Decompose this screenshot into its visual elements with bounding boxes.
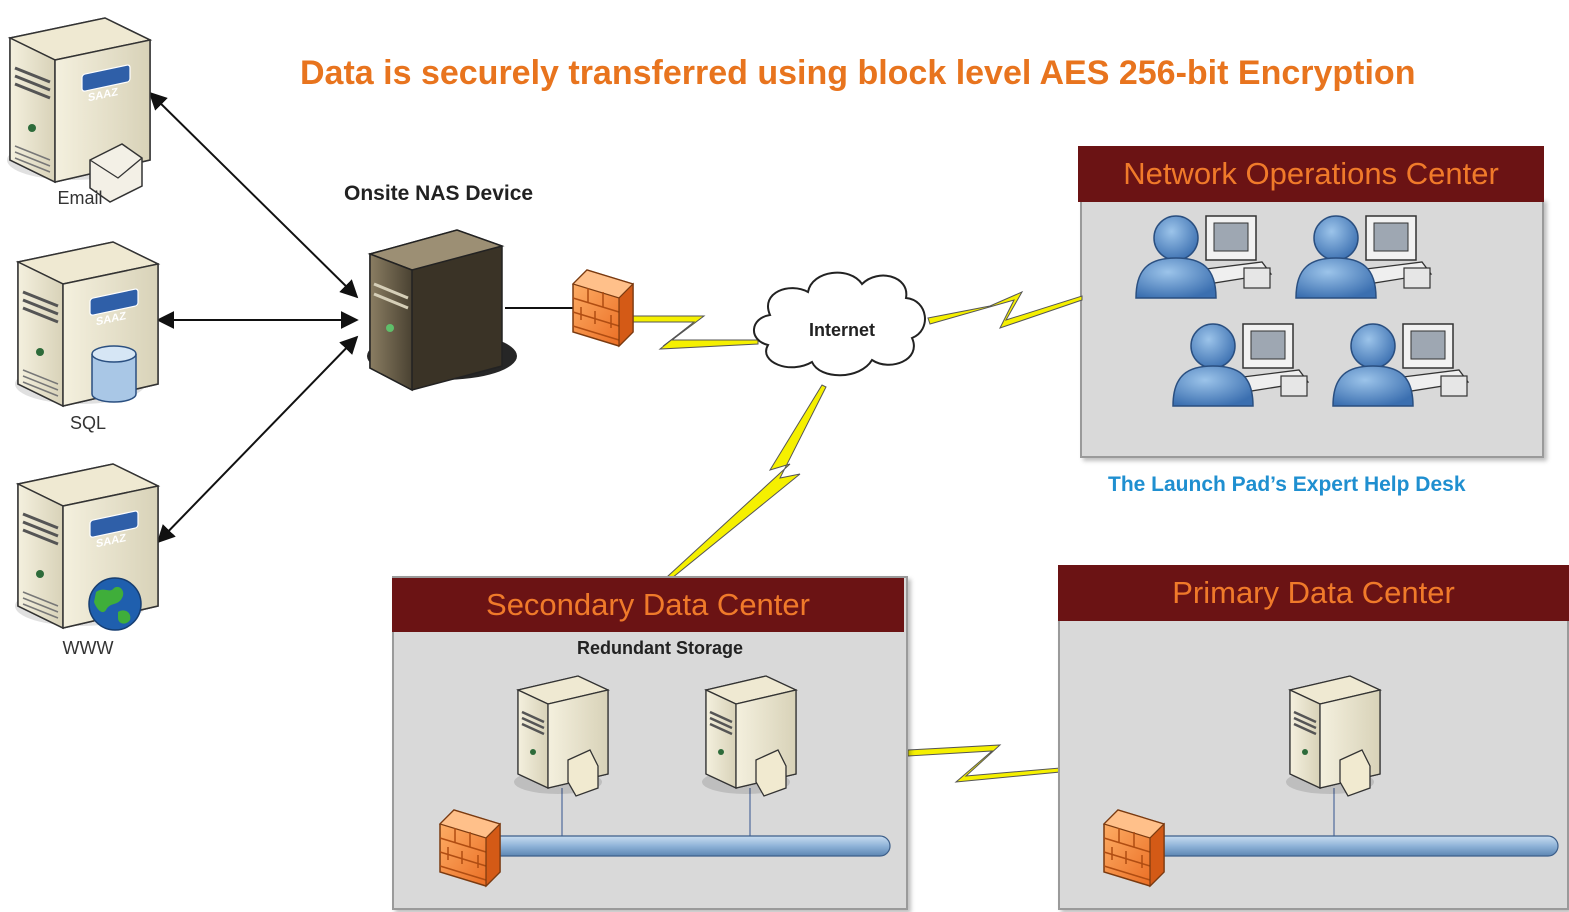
redundant-storage-label: Redundant Storage: [576, 638, 743, 658]
secondary-primary-lightning: [907, 744, 1061, 783]
globe-icon: [88, 577, 142, 631]
internet-label: Internet: [809, 320, 876, 340]
secondary-dc-diagram: [439, 674, 891, 887]
network-bus: [1145, 835, 1559, 857]
firewall-icon: [572, 269, 634, 347]
storage-server-icon: [512, 674, 610, 798]
nas-device-icon: [367, 229, 517, 392]
primary-server-icon: [1284, 674, 1382, 798]
help-desk-agent-icon: [1135, 215, 1272, 299]
envelope-icon: [89, 143, 143, 203]
sql-server-label: SQL: [69, 413, 107, 433]
sql-server-icon: SAAZ: [13, 240, 160, 408]
primary-dc-diagram: [1103, 674, 1559, 887]
help-desk-caption: The Launch Pad’s Expert Help Desk: [1108, 473, 1466, 496]
storage-server-icon: [700, 674, 798, 798]
database-icon: [91, 345, 137, 403]
email-server-icon: SAAZ: [5, 16, 152, 203]
noc-title: Network Operations Center: [1078, 146, 1544, 202]
internet-secondary-lightning: [667, 384, 827, 579]
help-desk-agent-icon: [1295, 215, 1432, 299]
network-bus: [481, 835, 891, 857]
headline: Data is securely transferred using block…: [300, 54, 1416, 92]
primary-dc-panel: [1058, 616, 1569, 910]
firewall-icon: [1103, 809, 1165, 887]
help-desk-agent-icon: [1332, 323, 1469, 407]
help-desk-agent-icon: [1172, 323, 1309, 407]
email-nas-link: [148, 91, 359, 299]
firewall-icon: [439, 809, 501, 887]
lightning-bolt: [629, 315, 759, 350]
www-server-label: WWW: [62, 638, 114, 658]
nas-label: Onsite NAS Device: [344, 182, 534, 205]
www-nas-link: [156, 335, 359, 544]
internet-noc-lightning: [927, 290, 1083, 329]
internet-cloud-icon: [753, 271, 926, 377]
primary-dc-title: Primary Data Center: [1058, 565, 1569, 621]
www-server-icon: SAAZ: [13, 462, 160, 631]
email-server-label: Email: [57, 188, 103, 208]
secondary-dc-title: Secondary Data Center: [392, 578, 904, 632]
